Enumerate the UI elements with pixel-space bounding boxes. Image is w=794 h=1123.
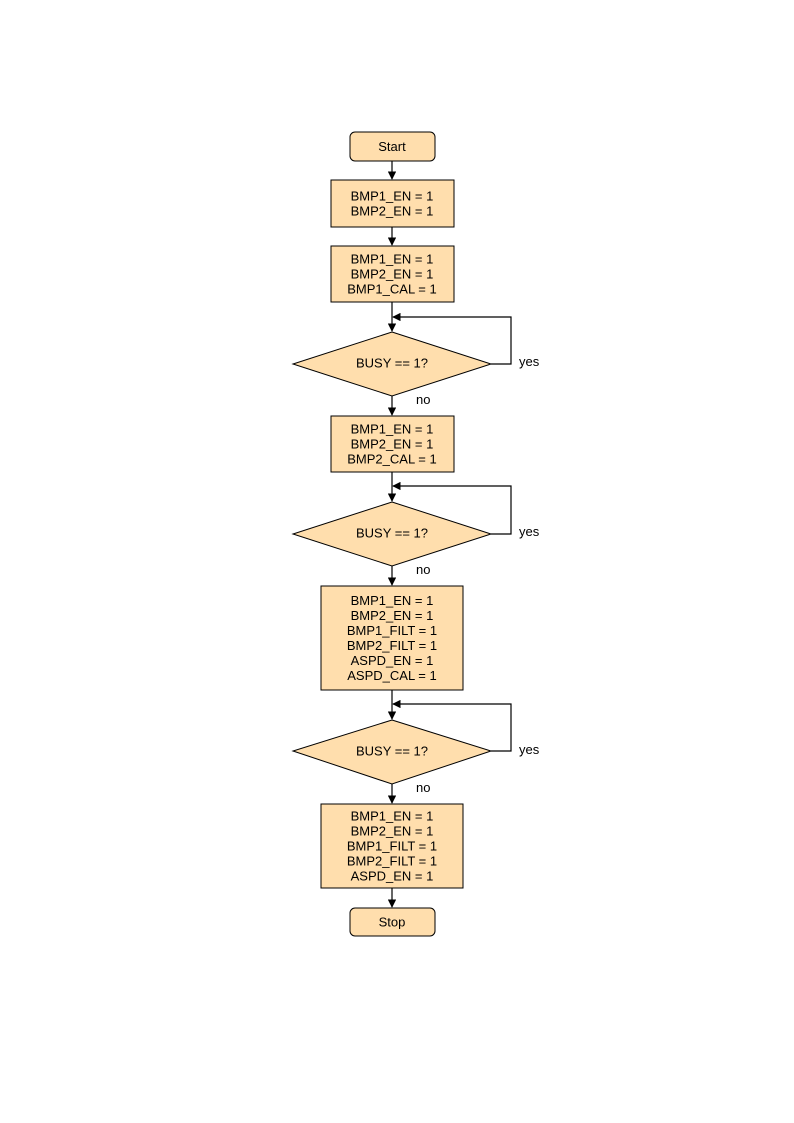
node-step4-line: BMP1_EN = 1 [351, 593, 434, 608]
label-no-1: no [416, 392, 430, 407]
edge-busy2-loop [392, 481, 512, 535]
node-busy1-label: BUSY == 1? [356, 356, 428, 371]
label-yes-2: yes [519, 524, 540, 539]
node-step2-line: BMP1_CAL = 1 [347, 282, 436, 297]
node-busy2-line: BUSY == 1? [356, 526, 428, 541]
label-yes-1: yes [519, 354, 540, 369]
node-step2-line: BMP2_EN = 1 [351, 267, 434, 282]
node-step4-line: ASPD_EN = 1 [351, 653, 434, 668]
node-busy3: BUSY == 1? [291, 719, 493, 785]
node-start-label: Start [378, 139, 406, 154]
node-busy1: BUSY == 1? [291, 331, 493, 397]
node-start-line: Start [378, 139, 406, 154]
node-busy1-line: BUSY == 1? [356, 356, 428, 371]
node-busy2: BUSY == 1? [291, 501, 493, 567]
node-stop-label: Stop [379, 915, 406, 930]
node-start: Start [349, 131, 436, 162]
node-step5-line: BMP2_FILT = 1 [347, 854, 437, 869]
edge-busy1-loop [392, 312, 512, 365]
node-stop-line: Stop [379, 915, 406, 930]
node-stop: Stop [349, 907, 436, 937]
node-step5-line: BMP2_EN = 1 [351, 824, 434, 839]
node-step3-line: BMP2_EN = 1 [351, 437, 434, 452]
node-busy3-line: BUSY == 1? [356, 744, 428, 759]
node-step2-line: BMP1_EN = 1 [351, 252, 434, 267]
node-step4-line: BMP1_FILT = 1 [347, 623, 437, 638]
label-yes-3: yes [519, 742, 540, 757]
node-step5-line: ASPD_EN = 1 [351, 869, 434, 884]
node-step3-line: BMP2_CAL = 1 [347, 452, 436, 467]
label-no-2: no [416, 562, 430, 577]
node-busy3-label: BUSY == 1? [356, 744, 428, 759]
edge-busy3-loop [392, 699, 512, 752]
node-step4-line: BMP2_EN = 1 [351, 608, 434, 623]
label-no-3: no [416, 780, 430, 795]
node-step5-line: BMP1_FILT = 1 [347, 839, 437, 854]
node-step1-line: BMP2_EN = 1 [351, 204, 434, 219]
node-step1-line: BMP1_EN = 1 [351, 189, 434, 204]
node-step3-line: BMP1_EN = 1 [351, 422, 434, 437]
node-busy2-label: BUSY == 1? [356, 526, 428, 541]
node-step5-line: BMP1_EN = 1 [351, 809, 434, 824]
node-step4-line: ASPD_CAL = 1 [347, 668, 436, 683]
node-step4-line: BMP2_FILT = 1 [347, 638, 437, 653]
